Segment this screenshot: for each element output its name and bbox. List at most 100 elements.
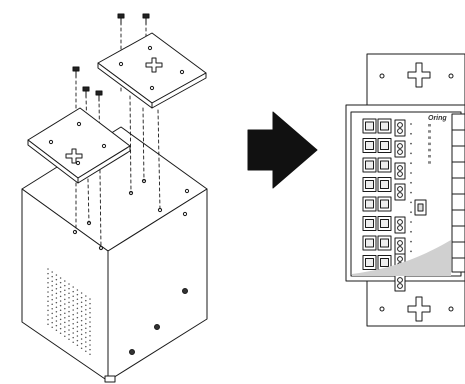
- vent-hole: [89, 353, 91, 355]
- vent-hole: [89, 307, 91, 309]
- vent-hole: [55, 283, 58, 285]
- vent-hole: [47, 282, 49, 284]
- vent-hole: [55, 274, 58, 276]
- vent-hole: [68, 329, 70, 331]
- vent-hole: [89, 344, 91, 346]
- vent-hole: [64, 280, 66, 282]
- screw-icon: [72, 66, 80, 78]
- vent-hole: [85, 336, 87, 339]
- port-led: [410, 201, 412, 204]
- sfp-port: [394, 119, 406, 137]
- mounting-plate-lower: [27, 107, 131, 184]
- vent-hole: [72, 295, 74, 297]
- vent-hole: [76, 339, 79, 342]
- vent-hole: [80, 347, 83, 349]
- rj45-port: [377, 138, 392, 153]
- side-screw: [154, 324, 160, 330]
- vent-hole: [47, 314, 49, 316]
- vent-hole: [85, 345, 87, 348]
- port-led: [410, 250, 412, 253]
- vent-hole: [47, 309, 49, 312]
- vent-hole: [55, 292, 58, 295]
- status-led: [428, 124, 431, 127]
- screw-icon: [142, 13, 150, 25]
- status-led: [428, 130, 431, 133]
- keyhole-icon: [65, 148, 83, 164]
- vent-hole: [68, 297, 70, 299]
- vent-hole: [80, 329, 83, 331]
- vent-hole: [47, 318, 49, 321]
- vent-hole: [68, 324, 70, 327]
- port-led: [410, 221, 412, 223]
- brand-logo: Oring: [428, 115, 447, 122]
- vent-hole: [51, 317, 53, 319]
- vent-hole: [68, 310, 70, 313]
- switch-housing: /* placeholder */: [21, 126, 208, 383]
- vent-hole: [51, 289, 53, 292]
- vent-hole: [51, 308, 53, 310]
- vent-hole: [85, 299, 87, 302]
- vent-hole: [47, 272, 49, 275]
- fiber-ports: [394, 119, 406, 292]
- vent-hole: [89, 312, 91, 314]
- status-led: [428, 161, 431, 164]
- vent-hole: [80, 296, 83, 299]
- mounting-plate-upper: [97, 32, 207, 109]
- vent-hole: [72, 300, 74, 302]
- vent-hole: [76, 326, 79, 328]
- vent-hole: [64, 307, 66, 310]
- vent-hole: [59, 327, 62, 330]
- vent-hole: [68, 292, 70, 294]
- vent-hole: [51, 326, 53, 328]
- vent-hole: [80, 324, 83, 326]
- vent-hole: [68, 301, 70, 304]
- vent-hole: [72, 313, 74, 316]
- port-led: [410, 191, 412, 194]
- vent-hole: [85, 322, 87, 325]
- vent-hole: [85, 304, 87, 306]
- vent-hole: [72, 332, 74, 334]
- screw-icon: [95, 90, 103, 102]
- vent-hole: [64, 298, 66, 301]
- vent-hole: [89, 335, 91, 337]
- vent-hole: [76, 344, 79, 346]
- vent-hole: [59, 318, 62, 321]
- screws: [72, 13, 150, 102]
- vent-hole: [59, 295, 62, 298]
- status-led: [428, 136, 431, 139]
- rj45-port: [362, 177, 377, 192]
- vent-hole: [85, 295, 87, 297]
- vent-hole: [85, 313, 87, 316]
- vent-hole: [47, 268, 49, 270]
- sfp-port: [394, 183, 406, 201]
- vent-hole: [72, 318, 74, 320]
- vent-hole: [76, 293, 79, 296]
- rj45-port: [362, 138, 377, 153]
- terminal-block: [451, 113, 465, 273]
- port-led: [410, 211, 412, 214]
- vent-hole: [55, 301, 58, 304]
- sfp-port: [394, 274, 406, 292]
- vent-hole: [68, 306, 70, 308]
- right-arrow-icon: [247, 111, 318, 189]
- rj45-port: [362, 157, 377, 173]
- port-led: [410, 152, 412, 155]
- screw-icon: [117, 13, 125, 25]
- port-led: [410, 240, 412, 243]
- rj45-port: [362, 118, 377, 134]
- vent-hole: [64, 294, 66, 296]
- vent-hole: [55, 278, 58, 281]
- vent-hole: [51, 294, 53, 296]
- sfp-port: [394, 216, 406, 234]
- vent-hole: [64, 321, 66, 324]
- vent-hole: [89, 325, 91, 328]
- vent-hole: [51, 321, 53, 324]
- status-led: [428, 142, 431, 146]
- vent-hole: [76, 298, 79, 300]
- vent-hole: [85, 327, 87, 329]
- vent-hole: [68, 287, 70, 290]
- screw-icon: [82, 86, 90, 98]
- vent-hole: [76, 303, 79, 305]
- vent-hole: [55, 315, 58, 318]
